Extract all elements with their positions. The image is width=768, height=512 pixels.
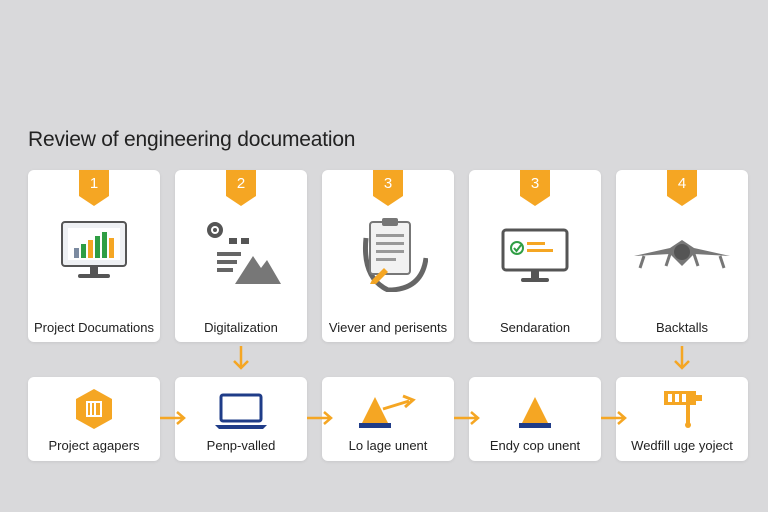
clipboard-icon [322, 218, 454, 292]
step-label: Digitalization [204, 320, 278, 335]
step-card-2[interactable]: 2 Digitalization [175, 170, 307, 342]
process-card-3[interactable]: Lo lage unent [322, 377, 454, 461]
gear-mountain-icon [175, 218, 307, 288]
process-card-4[interactable]: Endy cop unent [469, 377, 601, 461]
arrow-right-icon [160, 411, 186, 425]
hexagon-icon [28, 387, 160, 429]
step-number: 1 [89, 175, 99, 192]
arrow-down-icon [233, 346, 249, 370]
step-number: 4 [677, 175, 687, 192]
step-card-1[interactable]: 1 Project Documations [28, 170, 160, 342]
cone-arrow-icon [322, 387, 454, 428]
process-label: Lo lage unent [348, 438, 428, 453]
step-badge: 4 [667, 170, 697, 206]
step-number: 3 [530, 175, 540, 192]
step-label: Project Documations [34, 320, 154, 335]
laptop-icon [175, 387, 307, 429]
step-badge: 1 [79, 170, 109, 206]
step-number: 2 [236, 175, 246, 192]
drill-icon [616, 387, 748, 428]
arrow-right-icon [307, 411, 333, 425]
process-label: Wedfill uge yoject [631, 438, 733, 453]
process-card-2[interactable]: Penp-valled [175, 377, 307, 461]
arrow-down-icon [674, 346, 690, 370]
step-label: Backtalls [655, 320, 709, 335]
monitor-check-icon [469, 218, 601, 288]
process-label: Project agapers [48, 438, 140, 453]
process-card-1[interactable]: Project agapers [28, 377, 160, 461]
process-label: Penp-valled [206, 438, 276, 453]
process-label: Endy cop unent [489, 438, 581, 453]
step-label: Sendaration [499, 320, 571, 335]
step-badge: 3 [373, 170, 403, 206]
arrow-right-icon [601, 411, 627, 425]
page-title: Review of engineering documeation [28, 128, 356, 151]
step-card-5[interactable]: 4 Backtalls [616, 170, 748, 342]
cone-icon [469, 387, 601, 428]
step-number: 3 [383, 175, 393, 192]
drone-icon [616, 218, 748, 288]
arrow-right-icon [454, 411, 480, 425]
monitor-chart-icon [28, 218, 160, 288]
step-badge: 2 [226, 170, 256, 206]
process-card-5[interactable]: Wedfill uge yoject [616, 377, 748, 461]
step-label: Viever and perisents [328, 320, 448, 335]
step-card-3[interactable]: 3 Viever and perisents [322, 170, 454, 342]
step-card-4[interactable]: 3 Sendaration [469, 170, 601, 342]
step-badge: 3 [520, 170, 550, 206]
